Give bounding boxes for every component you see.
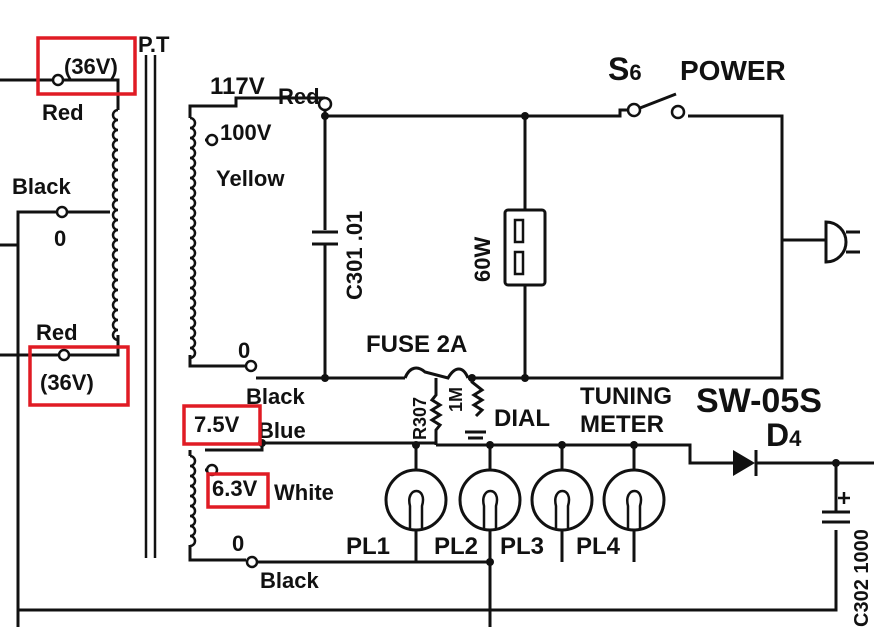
r307-label: R307 xyxy=(410,397,430,440)
blue-label: Blue xyxy=(258,418,306,443)
red-left-top-label: Red xyxy=(42,100,84,125)
pl2-label: PL2 xyxy=(434,533,478,560)
pl3-label: PL3 xyxy=(500,533,544,560)
dial-label: DIAL xyxy=(494,405,550,432)
36v-top-label: (36V) xyxy=(64,54,118,79)
c301-label: C301 .01 xyxy=(342,211,367,300)
63v-label: 6.3V xyxy=(212,476,258,501)
pilot-lamps xyxy=(384,441,666,566)
d4-label: D4 xyxy=(766,417,802,453)
black-left-label: Black xyxy=(12,174,71,199)
o-secondary-label: 0 xyxy=(232,531,244,556)
highlight-box-36v-bottom xyxy=(28,345,130,407)
pl1-label: PL1 xyxy=(346,533,390,560)
yellow-label: Yellow xyxy=(216,166,285,191)
o-primary-label: 0 xyxy=(238,338,250,363)
transformer-core xyxy=(144,55,157,558)
pl4-label: PL4 xyxy=(576,533,621,560)
s6-label: S6 xyxy=(608,51,642,87)
meter-label: METER xyxy=(580,411,664,438)
r307-resistor xyxy=(429,378,486,445)
100v-label: 100V xyxy=(220,120,272,145)
c302-label: C302 1000 xyxy=(851,529,873,627)
highlight-box-75v xyxy=(182,404,262,446)
left-winding-36v xyxy=(0,73,120,627)
tuning-label: TUNING xyxy=(580,383,672,410)
black-secondary-label: Black xyxy=(260,568,319,593)
117v-label: 117V xyxy=(210,73,265,100)
pt-label: P.T xyxy=(138,32,170,57)
r307-value-label: 1M xyxy=(446,387,466,412)
pilot-lamp-pl2 xyxy=(458,445,522,562)
60w-label: 60W xyxy=(470,237,495,282)
power-label: POWER xyxy=(680,55,786,86)
sw05s-label: SW-05S xyxy=(696,382,822,420)
fuse-label: FUSE 2A xyxy=(366,331,467,358)
75v-label: 7.5V xyxy=(194,412,240,437)
red-top-label: Red xyxy=(278,84,320,109)
red-left-bottom-label: Red xyxy=(36,320,78,345)
white-label: White xyxy=(274,480,334,505)
highlight-box-36v-top xyxy=(36,36,137,96)
highlight-box-63v xyxy=(206,472,270,509)
36v-bottom-label: (36V) xyxy=(40,370,94,395)
pilot-lamp-pl4 xyxy=(602,445,666,562)
pilot-lamp-pl1 xyxy=(384,445,448,562)
o-left-label: 0 xyxy=(54,226,66,251)
pilot-lamp-pl3 xyxy=(530,445,594,562)
primary-winding xyxy=(188,92,860,382)
